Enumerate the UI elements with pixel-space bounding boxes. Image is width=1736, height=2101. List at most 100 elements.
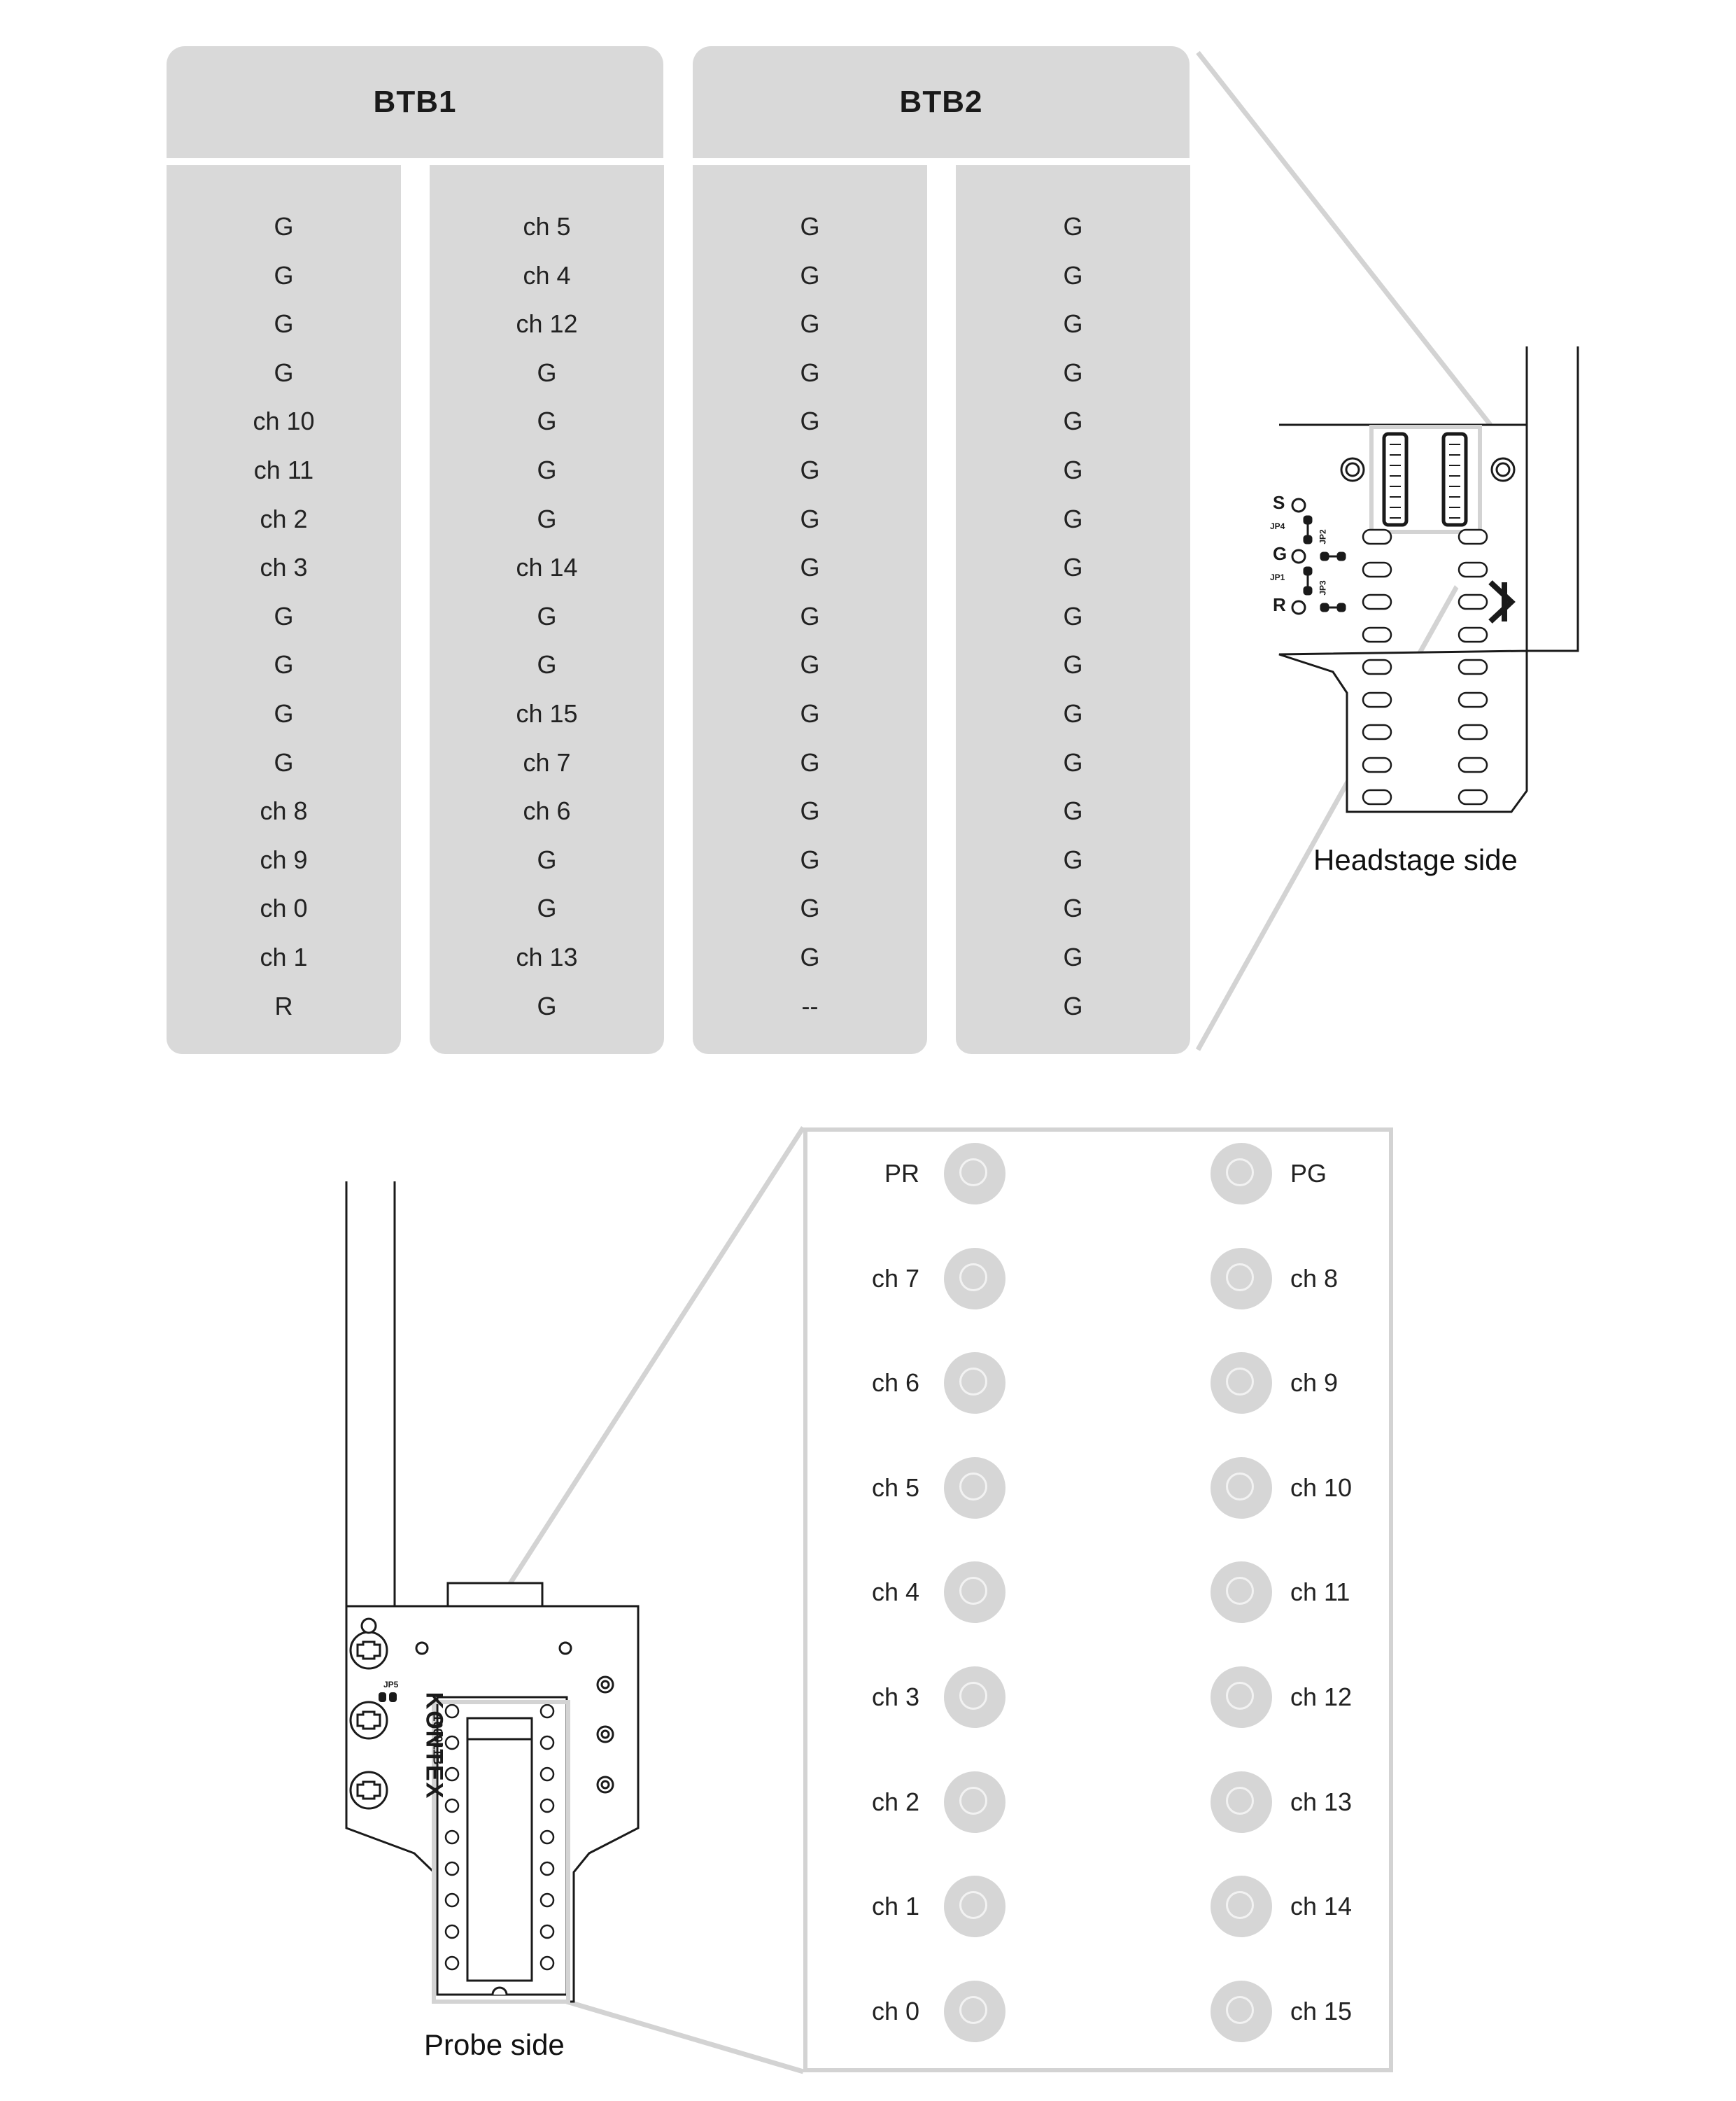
btb2-left-pin: G	[800, 504, 820, 533]
headstage-pads	[1362, 528, 1488, 806]
probe-pin-right	[1211, 1561, 1272, 1624]
headstage-label-s: S	[1273, 492, 1285, 513]
btb1-right-pin: G	[537, 407, 557, 436]
probe-pin-label-left: ch 4	[871, 1577, 919, 1607]
probe-socket	[436, 1696, 568, 1996]
headstage-logo-mark	[1488, 580, 1516, 624]
btb2-left-pin: G	[800, 699, 820, 728]
btb1-right-pin: ch 7	[523, 747, 571, 777]
btb2-right-pin: G	[1063, 358, 1083, 387]
btb1-left-pin: G	[274, 601, 294, 631]
headstage-connector-highlight	[1369, 425, 1482, 534]
btb2-left-pin: G	[800, 796, 820, 826]
btb2-left-pin: G	[800, 747, 820, 777]
btb2-right-pin: G	[1063, 894, 1083, 923]
probe-caption: Probe side	[424, 2028, 565, 2061]
probe-pin-left	[944, 1247, 1005, 1309]
btb2-right-pin: G	[1063, 456, 1083, 484]
btb2-left-pin: G	[800, 358, 820, 387]
headstage-connectors	[1382, 432, 1468, 527]
btb1-right-pin: G	[537, 456, 557, 484]
probe-pin-label-right: ch 13	[1290, 1787, 1353, 1816]
headstage-label-g: G	[1273, 543, 1287, 564]
probe-pin-label-right: ch 14	[1290, 1892, 1353, 1921]
btb1-right-pin: G	[537, 504, 557, 533]
probe-pin-left	[944, 1456, 1005, 1519]
probe-pin-label-left: PR	[884, 1159, 919, 1188]
btb1-right-pin: G	[537, 650, 557, 680]
btb2-right-pin: G	[1063, 601, 1083, 631]
headstage-zoom-lines	[1195, 50, 1493, 1051]
btb2-left-pin: G	[800, 650, 820, 680]
btb1-left-pin: G	[274, 358, 294, 387]
probe-pin-label-right: ch 8	[1290, 1263, 1339, 1293]
btb2-left-pin: G	[800, 943, 820, 971]
btb1-left-pin: G	[274, 309, 294, 339]
btb1-left-pin: ch 9	[260, 845, 308, 874]
btb1-right-pin: ch 12	[516, 309, 578, 339]
probe-pin-right	[1211, 1247, 1272, 1309]
btb1-right-pin: G	[537, 845, 557, 874]
btb2-right-pin: G	[1063, 943, 1083, 971]
probe-socket-pins	[444, 1703, 555, 1971]
headstage-label-r: R	[1273, 594, 1286, 615]
probe-pin-label-right: ch 9	[1290, 1368, 1339, 1398]
btb2-left-pin: G	[800, 601, 820, 631]
btb2-header: BTB2	[693, 46, 1190, 158]
probe-pin-label-left: ch 7	[871, 1263, 919, 1293]
btb2-right-pin: G	[1063, 260, 1083, 290]
btb1-left-pin: ch 2	[260, 504, 308, 533]
probe-pin-right	[1211, 1456, 1272, 1519]
btb2-right-pin: G	[1063, 212, 1083, 241]
probe-pin-left	[944, 1980, 1005, 2042]
btb1-right-pin: G	[537, 358, 557, 387]
btb1-left-pin: G	[274, 699, 294, 728]
btb1-left-pin: R	[274, 991, 293, 1020]
btb1-left-pin: ch 0	[260, 894, 308, 923]
probe-pin-right	[1211, 1876, 1272, 1938]
btb2-right-pin: G	[1063, 991, 1083, 1020]
btb2-left-pin: G	[800, 407, 820, 436]
headstage-caption: Headstage side	[1313, 843, 1518, 876]
headstage-board	[1278, 346, 1579, 813]
btb2-left-pin: G	[800, 894, 820, 923]
btb1-left-pin: ch 8	[260, 796, 308, 826]
probe-pin-label-right: ch 15	[1290, 1996, 1353, 2025]
btb2-right-pin: G	[1063, 309, 1083, 339]
probe-pin-left	[944, 1771, 1005, 1833]
probe-pin-left	[944, 1143, 1005, 1204]
probe-jumper-label: JP5	[383, 1680, 399, 1689]
btb2-left-pin: G	[800, 456, 820, 484]
probe-jumper	[379, 1692, 397, 1702]
headstage-label-jp2: JP2	[1318, 529, 1328, 544]
btb1-right-pin: G	[537, 991, 557, 1020]
btb2-right-pin: G	[1063, 747, 1083, 777]
probe-pin-label-left: ch 3	[871, 1682, 919, 1711]
btb1-title: BTB1	[373, 85, 457, 119]
btb1-right-pin: ch 4	[523, 260, 571, 290]
probe-pin-right	[1211, 1143, 1272, 1204]
btb2-left-pin: G	[800, 212, 820, 241]
btb2-right-pin: G	[1063, 796, 1083, 826]
btb2-left-pin: G	[800, 553, 820, 582]
btb1-right-pin: ch 13	[516, 943, 578, 971]
btb1-right-pin: ch 15	[516, 699, 578, 728]
probe-pin-right	[1211, 1771, 1272, 1833]
probe-socket-highlight	[432, 1700, 570, 2004]
btb1-left-pin: G	[274, 650, 294, 680]
probe-pin-label-left: ch 5	[871, 1473, 919, 1502]
probe-pin-label-left: ch 6	[871, 1368, 919, 1398]
headstage-jumpers	[1291, 498, 1346, 615]
probe-pin-right	[1211, 1980, 1272, 2042]
btb2-right-pin: G	[1063, 845, 1083, 874]
probe-pin-left	[944, 1352, 1005, 1414]
probe-pin-label-right: ch 12	[1290, 1682, 1353, 1711]
btb1-left-pin: G	[274, 260, 294, 290]
btb2-right-pin: G	[1063, 650, 1083, 680]
probe-pin-right	[1211, 1352, 1272, 1414]
probe-pin-left	[944, 1876, 1005, 1938]
